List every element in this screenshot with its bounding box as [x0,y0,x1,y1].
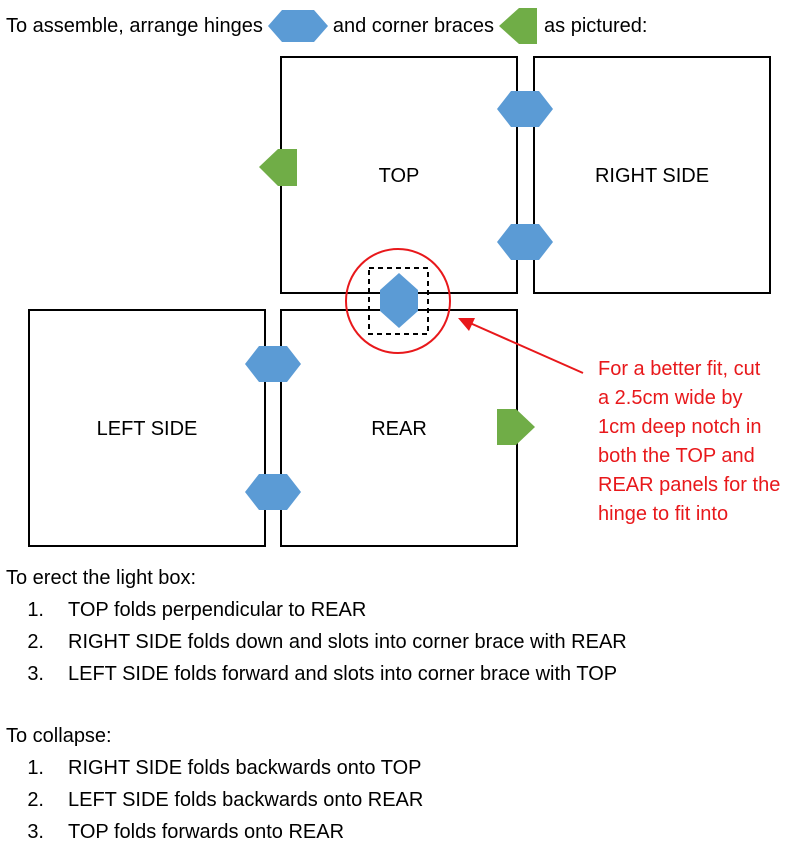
notch-outline [368,267,429,335]
step-text: TOP folds forwards onto REAR [68,821,345,843]
corner-brace-icon [499,8,538,44]
intro-text-after: as pictured: [544,14,648,37]
assembly-diagram: TOP RIGHT SIDE LEFT SIDE REAR [28,56,771,547]
erect-steps: 1. TOP folds perpendicular to REAR 2. RI… [6,594,627,690]
hinge-icon [245,474,301,510]
arrowhead-icon [458,318,475,331]
intro-text-before: To assemble, arrange hinges [6,14,263,37]
callout-arrow-line [469,322,584,374]
note-line: both the TOP and [598,445,755,467]
corner-brace-icon [259,149,297,186]
highlight-circle [345,248,451,354]
collapse-steps: 1. RIGHT SIDE folds backwards onto TOP 2… [6,752,627,848]
intro-text-middle: and corner braces [332,14,495,37]
step-text: RIGHT SIDE folds backwards onto TOP [68,757,422,779]
hinge-icon [267,10,328,42]
step-text: LEFT SIDE folds backwards onto REAR [68,789,424,811]
panel-right-side [533,56,771,294]
collapse-heading: To collapse: [6,725,112,747]
note-line: REAR panels for the [598,474,781,496]
hinge-icon [245,346,301,382]
step-number: 1. [27,599,44,621]
corner-brace-icon [497,409,535,445]
panel-label-left-side: LEFT SIDE [97,418,198,440]
step-text: RIGHT SIDE folds down and slots into cor… [68,631,627,653]
step-number: 2. [27,631,44,653]
intro-line: To assemble, arrange hinges and corner b… [6,8,648,44]
list-item: 2. RIGHT SIDE folds down and slots into … [6,626,627,658]
step-number: 3. [27,663,44,685]
note-line: hinge to fit into [598,503,729,525]
panel-label-top: TOP [379,165,420,187]
step-number: 1. [27,757,44,779]
list-item: 3. LEFT SIDE folds forward and slots int… [6,658,627,690]
hinge-icon [497,224,553,260]
panel-label-right-side: RIGHT SIDE [595,165,709,187]
hinge-icon [497,91,553,127]
note-line: For a better fit, cut [598,358,761,380]
note-line: 1cm deep notch in [598,416,762,438]
step-number: 3. [27,821,44,843]
panel-left-side [28,309,266,547]
list-item: 3. TOP folds forwards onto REAR [6,816,627,848]
note-line: a 2.5cm wide by [598,387,743,409]
list-item: 1. RIGHT SIDE folds backwards onto TOP [6,752,627,784]
step-number: 2. [27,789,44,811]
list-item: 1. TOP folds perpendicular to REAR [6,594,627,626]
erect-heading: To erect the light box: [6,567,197,589]
step-text: TOP folds perpendicular to REAR [68,599,367,621]
hinge-icon [380,273,418,328]
panel-label-rear: REAR [371,418,427,440]
panel-top [280,56,518,294]
instructions: To erect the light box: 1. TOP folds per… [6,562,627,848]
list-item: 2. LEFT SIDE folds backwards onto REAR [6,784,627,816]
callout-note: For a better fit, cut a 2.5cm wide by 1c… [598,355,798,529]
step-text: LEFT SIDE folds forward and slots into c… [68,663,618,685]
